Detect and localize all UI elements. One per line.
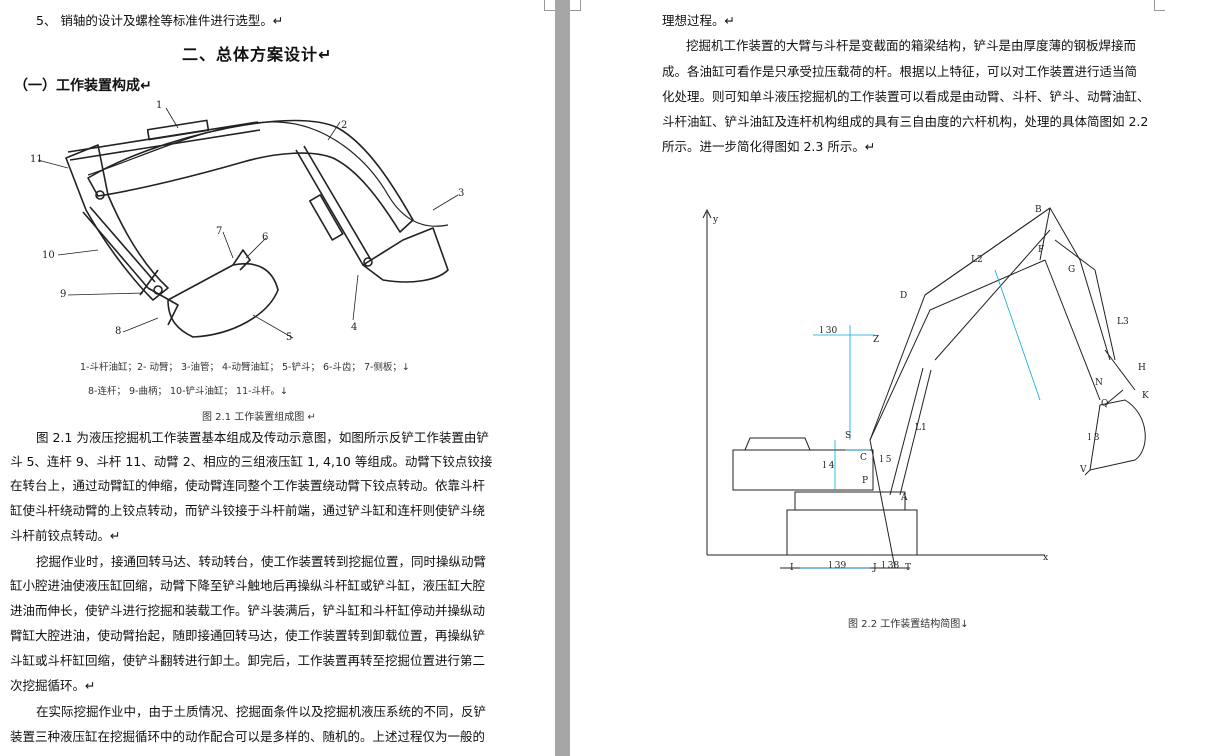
list-item-5: 5、 销轴的设计及螺栓等标准件进行选型。↵: [36, 13, 284, 28]
paragraph-line: 挖掘机工作装置的大臂与斗杆是变截面的箱梁结构，铲斗是由厚度薄的钢板焊接而: [686, 38, 1137, 53]
callout-9: 9: [60, 289, 66, 300]
diagram-dim-l38: l 38: [882, 561, 899, 571]
figure-caption: 图 2.2 工作装置结构简图↓: [848, 619, 969, 630]
diagram-point-J: J: [872, 563, 877, 573]
diagram-point-K: K: [1142, 391, 1149, 401]
axis-y-label: y: [712, 215, 719, 225]
diagram-dim-l5: l 5: [880, 455, 892, 465]
paragraph-line: 缸使斗杆绕动臂的上铰点转动，而铲斗铰接于斗杆前端，通过铲斗缸和连杆则使铲斗绕: [10, 503, 486, 518]
diagram-point-P: P: [862, 476, 868, 486]
diagram-link-L3: L3: [1117, 317, 1129, 327]
paragraph-line: 斗杆油缸、铲斗油缸及连杆机构组成的具有三自由度的六杆机构，处理的具体简图如 2.…: [662, 114, 1149, 129]
paragraph-line: 化处理。则可知单斗液压挖掘机的工作装置可以看成是由动臂、斗杆、铲斗、动臂油缸、: [662, 89, 1150, 104]
callout-4: 4: [351, 322, 357, 333]
diagram-dim-l3: l 3: [1088, 433, 1100, 443]
paragraph-line: 挖掘作业时，接通回转马达、转动转台，使工作装置转到挖掘位置，同时操纵动臂: [36, 554, 487, 569]
figure-legend-line2: 8-连杆； 9-曲柄； 10-铲斗油缸； 11-斗杆。↓: [88, 386, 288, 397]
section-heading: 二、总体方案设计↵: [182, 45, 333, 64]
callout-6: 6: [262, 232, 268, 243]
subsection-heading: （一）工作装置构成↵: [14, 78, 152, 94]
diagram-point-Z: Z: [873, 335, 879, 345]
paragraph-line: 次挖掘循环。↵: [10, 678, 96, 693]
diagram-point-N: N: [1095, 378, 1103, 388]
paragraph-line: 缸小腔进油使液压缸回缩，动臂下降至铲斗触地后再操纵斗杆缸或铲斗缸，液压缸大腔: [10, 578, 486, 593]
diagram-point-G: G: [1068, 265, 1075, 275]
paragraph-line: 臂缸大腔进油，使动臂抬起，随即接通回转马达，使工作装置转到卸载位置，再操纵铲: [10, 628, 486, 643]
paragraph-line: 理想过程。↵: [662, 13, 735, 28]
paragraph-line: 进油而伸长，使铲斗进行挖掘和装载工作。铲斗装满后，铲斗缸和斗杆缸停动并操纵动: [10, 603, 486, 618]
callout-3: 3: [458, 188, 464, 199]
diagram-point-I: I: [790, 563, 794, 573]
callout-11: 11: [30, 154, 43, 165]
callout-8: 8: [115, 326, 121, 337]
diagram-point-B: B: [1035, 205, 1042, 215]
margin-mark: [570, 0, 581, 11]
paragraph-line: 在转台上，通过动臂缸的伸缩，使动臂连同整个工作装置绕动臂下铰点转动。依靠斗杆: [10, 478, 486, 493]
diagram-link-L2: L2: [971, 255, 983, 265]
paragraph-line: 斗缸或斗杆缸回缩，使铲斗翻转进行卸土。卸完后，工作装置再转至挖掘位置进行第二: [10, 653, 486, 668]
diagram-point-C: C: [860, 453, 867, 463]
margin-mark: [1154, 0, 1165, 11]
diagram-point-S: S: [845, 431, 851, 441]
excavator-assembly-drawing: 1 2 3 4 5 6 7 8 9 10 11: [30, 100, 464, 343]
paragraph-line: 在实际挖掘作业中，由于土质情况、挖掘面条件以及挖掘机液压系统的不同，反铲: [36, 704, 487, 719]
callout-10: 10: [42, 250, 55, 261]
diagram-point-V: V: [1079, 465, 1087, 475]
margin-mark: [544, 0, 555, 11]
paragraph-line: 装置三种液压缸在挖掘循环中的动作配合可以是多样的、随机的。上述过程仅为一般的: [10, 729, 486, 744]
diagram-point-F: F: [1038, 245, 1044, 255]
diagram-dim-l39: l 39: [829, 561, 846, 571]
diagram-dim-l4: l 4: [823, 461, 835, 471]
paragraph-line: 斗 5、连杆 9、斗杆 11、动臂 2、相应的三组液压缸 1, 4,10 等组成…: [10, 454, 493, 469]
figure-legend-line1: 1-斗杆油缸；2- 动臂； 3-油管； 4-动臂油缸； 5-铲斗； 6-斗齿； …: [80, 362, 410, 373]
callout-7: 7: [216, 226, 222, 237]
callout-5: 5: [286, 332, 292, 343]
figure-caption: 图 2.1 工作装置组成图 ↵: [202, 412, 316, 423]
callout-2: 2: [341, 120, 347, 131]
diagram-point-T: T: [905, 563, 911, 573]
diagram-dim-l30: l 30: [820, 326, 837, 336]
paragraph-line: 图 2.1 为液压挖掘机工作装置基本组成及传动示意图，如图所示反铲工作装置由铲: [36, 430, 489, 445]
diagram-point-D: D: [900, 291, 907, 301]
paragraph-line: 斗杆前铰点转动。↵: [10, 528, 121, 543]
callout-1: 1: [156, 100, 162, 111]
axis-x-label: x: [1043, 553, 1048, 563]
paragraph-line: 所示。进一步简化得图如 2.3 所示。↵: [662, 139, 876, 154]
diagram-link-L1: L1: [915, 423, 927, 433]
paragraph-line: 成。各油缸可看作是只承受拉压载荷的杆。根据以上特征，可以对工作装置进行适当简: [662, 64, 1138, 79]
document-page-right: 理想过程。↵ 挖掘机工作装置的大臂与斗杆是变截面的箱梁结构，铲斗是由厚度薄的钢板…: [570, 0, 1221, 756]
diagram-point-H: H: [1138, 363, 1146, 373]
structure-schematic-diagram: B F G D Z C S P A I J T H N K Q V L2 L3 …: [702, 205, 1149, 573]
document-page-left: 5、 销轴的设计及螺栓等标准件进行选型。↵ 二、总体方案设计↵ （一）工作装置构…: [0, 0, 555, 756]
page-gap: [555, 0, 570, 756]
diagram-point-Q: Q: [1101, 399, 1108, 409]
diagram-point-A: A: [900, 493, 908, 503]
